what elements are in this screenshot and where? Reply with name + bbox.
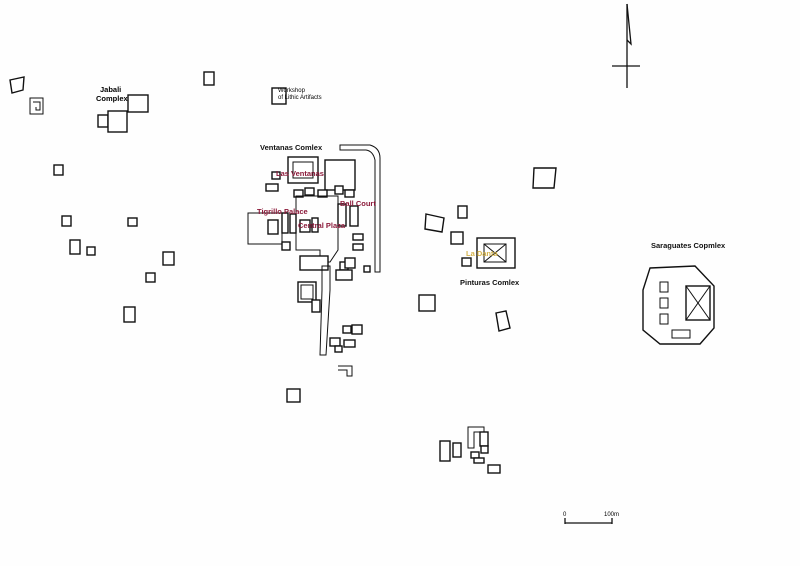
scale-bar bbox=[564, 518, 613, 524]
pinturas-complex-label: Pinturas Comlex bbox=[460, 278, 520, 287]
north-arrow-icon bbox=[612, 3, 640, 88]
western-mounds bbox=[53, 164, 175, 323]
scale-end-label: 100m bbox=[604, 512, 619, 518]
workshop-structure bbox=[271, 87, 287, 105]
workshop-label-line2: of Lithic Artifacts bbox=[278, 95, 322, 101]
saraguates-complex-structures bbox=[642, 265, 715, 345]
ball-court-label: Ball Court bbox=[340, 199, 376, 208]
la-danta-label: La Danta bbox=[466, 249, 499, 258]
jabali-label-line2: Complex bbox=[96, 94, 129, 103]
ventanas-complex-structures bbox=[247, 144, 381, 403]
central-plaza-label: Central Plaza bbox=[298, 221, 346, 230]
ventanas-complex-label: Ventanas Comlex bbox=[260, 143, 323, 152]
southern-group-structures bbox=[439, 426, 501, 474]
jabali-label-line1: Jabali bbox=[100, 85, 121, 94]
pinturas-complex-structures bbox=[418, 167, 557, 332]
scale-start-label: 0 bbox=[563, 512, 567, 518]
workshop-label-line1: Workshop bbox=[278, 88, 306, 94]
jabali-complex-structures bbox=[9, 71, 215, 133]
las-ventanas-label: Las Ventanas bbox=[276, 169, 324, 178]
tigrillo-palace-label: Tigrillo Palace bbox=[257, 207, 308, 216]
saraguates-complex-label: Saraguates Copmlex bbox=[651, 241, 726, 250]
